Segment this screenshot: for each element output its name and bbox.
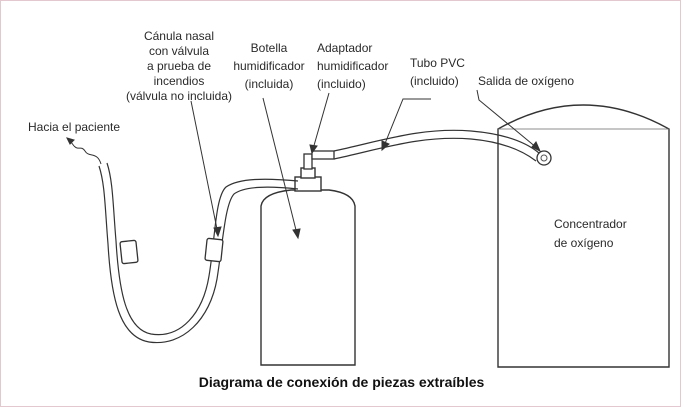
patient-tube-end bbox=[73, 145, 102, 165]
cannula-label-line: (válvula no incluida) bbox=[125, 89, 233, 103]
bottle-label-line: humidificador bbox=[233, 59, 305, 73]
concentrator-label: Concentrador de oxígeno bbox=[554, 215, 627, 253]
outlet-label: Salida de oxígeno bbox=[478, 74, 575, 88]
concentrator-label-line: de oxígeno bbox=[554, 236, 614, 250]
cannula-label-line: Cánula nasal bbox=[143, 29, 215, 43]
concentrator-label-line: Concentrador bbox=[554, 217, 627, 231]
oxygen-outlet bbox=[536, 150, 552, 166]
humidifier-adapter bbox=[303, 150, 335, 170]
nasal-cannula-tubing bbox=[98, 162, 299, 344]
tube-label: Tubo PVC (incluido) bbox=[410, 54, 465, 90]
bottle-label: Botella humidificador (incluida) bbox=[219, 39, 319, 93]
adapter-label: Adaptador humidificador (incluido) bbox=[317, 39, 388, 93]
cannula-label: Cánula nasal con válvula a prueba de inc… bbox=[109, 29, 249, 104]
tube-label-line: Tubo PVC bbox=[410, 56, 465, 70]
cannula-label-line: a prueba de bbox=[146, 59, 212, 73]
cannula-valves bbox=[119, 237, 224, 265]
pvc-tube bbox=[333, 129, 540, 162]
leader-lines bbox=[66, 89, 542, 240]
patient-label: Hacia el paciente bbox=[28, 120, 121, 134]
cannula-label-line: con válvula bbox=[148, 44, 210, 58]
diagram-caption: Diagrama de conexión de piezas extraíble… bbox=[198, 374, 485, 390]
adapter-label-line: humidificador bbox=[317, 59, 389, 73]
oxygen-concentrator bbox=[497, 104, 670, 368]
bottle-label-line: (incluida) bbox=[244, 77, 294, 91]
humidifier-bottle bbox=[260, 167, 356, 366]
cannula-label-line: incendios bbox=[153, 74, 205, 88]
bottle-label-line: Botella bbox=[250, 41, 288, 55]
adapter-label-line: (incluido) bbox=[317, 77, 366, 91]
adapter-label-line: Adaptador bbox=[317, 41, 373, 55]
tube-label-line: (incluido) bbox=[410, 74, 459, 88]
